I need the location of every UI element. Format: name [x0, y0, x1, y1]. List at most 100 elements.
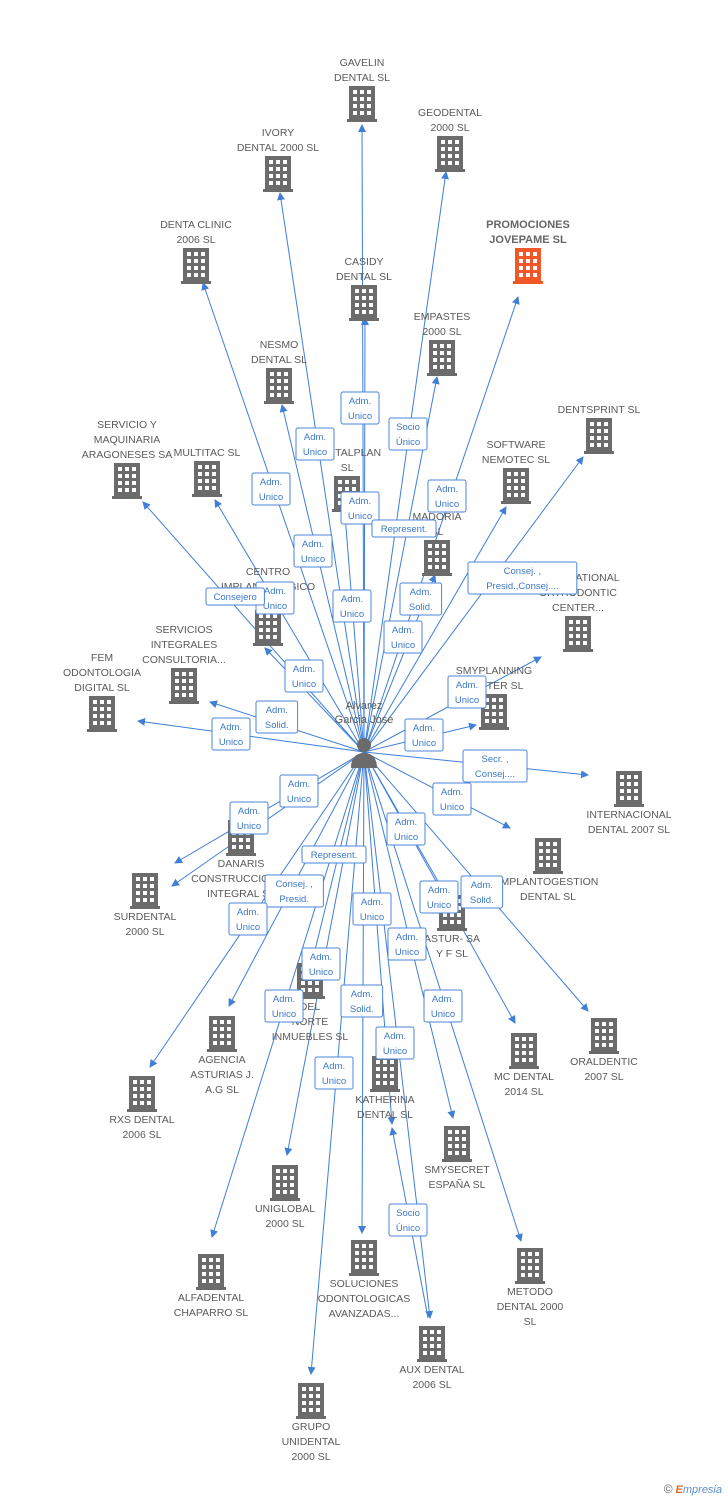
- node-servicios-integrales[interactable]: SERVICIOSINTEGRALESCONSULTORIA...: [142, 624, 226, 704]
- building-icon[interactable]: [270, 1165, 300, 1201]
- node-label-line: MC DENTAL: [494, 1071, 554, 1083]
- building-icon[interactable]: [192, 461, 222, 497]
- building-icon[interactable]: [169, 668, 199, 704]
- edge-role-label: Represent.: [301, 845, 367, 864]
- edge-role-box: [387, 927, 427, 961]
- node-label-line: KATHERINA: [355, 1094, 414, 1106]
- edge-role-box: [251, 472, 291, 506]
- node-label-line: DIGITAL SL: [74, 682, 130, 694]
- edge-dentalplan: [341, 514, 365, 753]
- person-icon[interactable]: [351, 738, 377, 768]
- building-icon[interactable]: [614, 771, 644, 807]
- node-dentsprint[interactable]: DENTSPRINT SL: [558, 404, 641, 454]
- building-icon[interactable]: [584, 418, 614, 454]
- building-icon[interactable]: [253, 610, 283, 646]
- node-multitac[interactable]: MULTITAC SL: [174, 447, 241, 497]
- building-icon[interactable]: [370, 1056, 400, 1092]
- building-icon[interactable]: [207, 1016, 237, 1052]
- edge-role-text: Unico: [440, 802, 464, 813]
- building-icon[interactable]: [442, 1126, 472, 1162]
- node-label-line: GRUPO: [292, 1421, 331, 1433]
- edge-role-box: [340, 984, 384, 1018]
- node-soluciones[interactable]: SOLUCIONESODONTOLOGICASAVANZADAS...: [318, 1240, 411, 1320]
- building-icon[interactable]: [427, 340, 457, 376]
- building-icon[interactable]: [422, 540, 452, 576]
- building-icon[interactable]: [589, 1018, 619, 1054]
- building-icon[interactable]: [181, 248, 211, 284]
- building-icon[interactable]: [263, 156, 293, 192]
- edge-role-label: Adm.Unico: [251, 472, 291, 506]
- edge-role-text: Adm.: [288, 779, 310, 790]
- node-astur-sa[interactable]: ASTUR- SAY F SL: [424, 895, 480, 960]
- edge-role-label: Represent.: [371, 519, 437, 538]
- building-icon[interactable]: [87, 696, 117, 732]
- node-label-line: MULTITAC SL: [174, 447, 241, 459]
- edge-role-text: Adm.: [428, 885, 450, 896]
- building-icon[interactable]: [127, 1076, 157, 1112]
- building-icon[interactable]: [509, 1033, 539, 1069]
- edge-role-box: [255, 700, 299, 734]
- building-icon[interactable]: [533, 838, 563, 874]
- edge-promociones: [363, 296, 520, 753]
- building-icon[interactable]: [435, 136, 465, 172]
- node-label-line: 2000 SL: [125, 926, 164, 938]
- edge-role-text: Unico: [301, 554, 325, 565]
- person-name-line-1: Alvarez: [346, 700, 383, 712]
- edge-role-box: [419, 880, 459, 914]
- edge-role-box: [314, 1056, 354, 1090]
- building-icon[interactable]: [130, 873, 160, 909]
- building-icon[interactable]: [513, 248, 543, 284]
- building-icon[interactable]: [196, 1254, 226, 1290]
- edge-role-text: Represent.: [311, 850, 357, 861]
- building-icon[interactable]: [349, 285, 379, 321]
- edge-role-label: Adm.Solid.: [340, 984, 384, 1018]
- building-icon[interactable]: [515, 1248, 545, 1284]
- edge-role-label: Adm.Unico: [340, 491, 380, 525]
- node-label-line: 2006 SL: [412, 1379, 451, 1391]
- building-icon[interactable]: [264, 368, 294, 404]
- building-icon[interactable]: [417, 1326, 447, 1362]
- building-icon[interactable]: [563, 616, 593, 652]
- building-icon[interactable]: [296, 1383, 326, 1419]
- node-label-line: SMYSECRET: [424, 1164, 490, 1176]
- edge-role-box: [399, 582, 443, 616]
- edge-role-text: Adm.: [392, 625, 414, 636]
- edge-role-label: Adm.Unico: [432, 782, 472, 816]
- building-icon[interactable]: [347, 86, 377, 122]
- edge-role-text: Adm.: [436, 484, 458, 495]
- building-icon[interactable]: [349, 1240, 379, 1276]
- edge-role-box: [279, 774, 319, 808]
- center-person[interactable]: Alvarez Garcia Jose: [335, 700, 394, 768]
- node-label-line: INTERNACIONAL: [586, 809, 671, 821]
- building-icon[interactable]: [501, 468, 531, 504]
- edge-role-label: Adm.Solid.: [255, 700, 299, 734]
- node-label-line: INMUEBLES SL: [272, 1031, 349, 1043]
- building-icon[interactable]: [112, 463, 142, 499]
